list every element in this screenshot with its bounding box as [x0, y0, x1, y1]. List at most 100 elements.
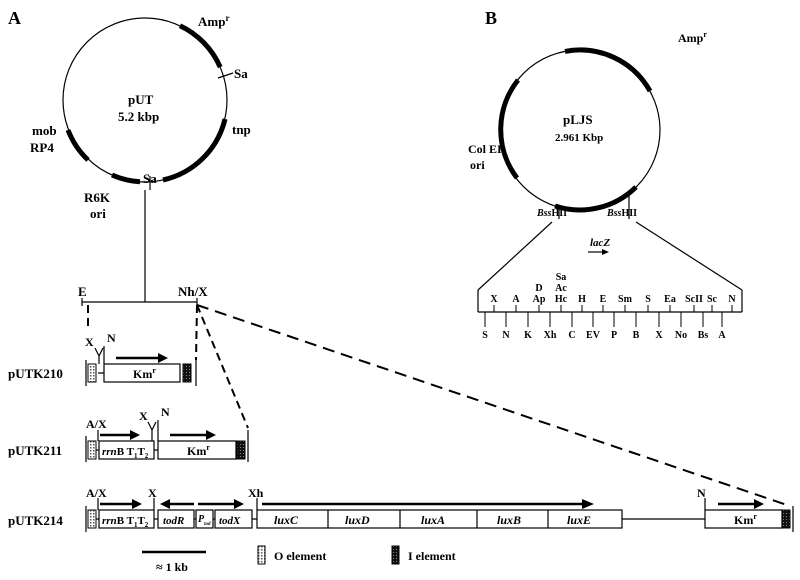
- mcs-site-top: D: [535, 283, 542, 294]
- i-element: [236, 440, 246, 460]
- colei-ori-arc: [498, 78, 520, 180]
- tnp-label: tnp: [232, 122, 251, 137]
- construct-putk214: pUTK214 rrnB T1T2 todR Ptod todX luxC lu…: [8, 486, 794, 532]
- mcs-site-top: Ap: [533, 294, 546, 305]
- mcs-site-top: S: [645, 294, 651, 305]
- construct-name-putk214: pUTK214: [8, 513, 63, 528]
- site-xh-label: Xh: [248, 486, 264, 500]
- mcs-site-top: N: [728, 294, 736, 305]
- site-nhx-label: Nh/X: [178, 284, 208, 299]
- amp-resistance-arc: [564, 47, 653, 93]
- colei-label: Col EI: [468, 142, 502, 156]
- lux-arrow-head: [582, 499, 594, 509]
- mcs-site-top: A: [512, 294, 520, 305]
- mcs-bottom-ticks: [484, 312, 723, 327]
- mcs-site-top: X: [490, 294, 498, 305]
- site-x-label: X: [139, 409, 148, 423]
- luxb-label: luxB: [497, 513, 521, 527]
- site-n-label: N: [697, 486, 706, 500]
- mcs-site-bottom: EV: [586, 330, 601, 341]
- site-x-label: X: [85, 335, 94, 349]
- scale-label: ≈ 1 kb: [156, 560, 188, 574]
- rrnb-terminator: [98, 440, 155, 460]
- dash-right-211: [196, 304, 249, 429]
- sa-site-tick-right: [217, 72, 234, 79]
- i-element-swatch: [391, 545, 400, 565]
- pljs-plasmid-map: pLJS 2.961 Kbp Ampr Col EI ori BssHII Bs…: [468, 30, 707, 255]
- rrnb-arrow-head: [130, 430, 140, 440]
- luxe-label: luxE: [567, 513, 591, 527]
- kmr-gene-label: Kmr: [133, 366, 156, 381]
- mcs-site-bottom: X: [655, 330, 663, 341]
- todr-label: todR: [163, 515, 184, 527]
- mcs-top-ticks: [493, 305, 733, 312]
- mcs-site-top: Sa: [556, 272, 567, 283]
- pljs-size: 2.961 Kbp: [555, 132, 603, 144]
- construct-putk211: pUTK211 rrnB T1T2 Kmr A/X X N: [8, 405, 249, 462]
- i-element-label: I element: [408, 549, 456, 563]
- mcs-site-bottom: N: [502, 330, 510, 341]
- mcs-site-bottom: K: [524, 330, 532, 341]
- sa-label-right: Sa: [234, 66, 248, 81]
- site-n-label: N: [161, 405, 170, 419]
- construct-name-putk211: pUTK211: [8, 443, 62, 458]
- mcs-expansion: X A D Ap Sa Ac Hc H E Sm S Ea ScII Sc N …: [477, 221, 743, 341]
- put-name: pUT: [128, 92, 154, 107]
- mcs-site-bottom: C: [568, 330, 575, 341]
- put-plasmid-map: pUT 5.2 kbp Ampr Sa tnp mob RP4 R6K ori …: [30, 13, 251, 221]
- rp4-label: RP4: [30, 140, 54, 155]
- mcs-site-top: Ac: [555, 283, 567, 294]
- o-element: [87, 440, 97, 460]
- amp-resistance-arc: [178, 23, 223, 69]
- mcs-site-bottom: P: [611, 330, 617, 341]
- mob-rp4-arc: [65, 129, 90, 162]
- rrnb-label: rrnB T1T2: [102, 446, 149, 460]
- panel-b-letter: B: [485, 8, 497, 28]
- site-ax-label: A/X: [86, 417, 107, 431]
- kmr-gene-label: Kmr: [734, 512, 757, 527]
- lacz-arrow-head: [602, 249, 609, 255]
- kmr-gene: [704, 509, 783, 529]
- site-x-label: X: [148, 486, 157, 500]
- mcs-site-top: Ea: [664, 294, 676, 305]
- construct-putk210: pUTK210 Kmr X N: [8, 331, 197, 386]
- mcs-site-top: Hc: [555, 294, 568, 305]
- mcs-site-bottom: A: [718, 330, 726, 341]
- ori-label: ori: [90, 206, 106, 221]
- rrnb-label: rrnB T1T2: [102, 515, 149, 529]
- luxd-label: luxD: [345, 513, 370, 527]
- legend: ≈ 1 kb O element I element: [142, 545, 456, 574]
- kmr-gene: [157, 440, 237, 460]
- o-element: [87, 363, 97, 383]
- dash-right-214: [196, 304, 791, 507]
- todr-arrow-head: [160, 499, 170, 509]
- luxc-label: luxC: [274, 513, 299, 527]
- site-e-label: E: [78, 284, 87, 299]
- todx-gene: [214, 509, 253, 529]
- i-element: [781, 509, 791, 529]
- o-element-swatch: [257, 545, 266, 565]
- construct-name-putk210: pUTK210: [8, 366, 63, 381]
- r6k-ori-arc: [110, 172, 141, 185]
- mcs-site-top: Sc: [707, 294, 718, 305]
- bsshii-label-right: BssHII: [606, 208, 637, 219]
- o-element-label: O element: [274, 549, 326, 563]
- mcs-site-bottom: S: [482, 330, 488, 341]
- todx-label: todX: [219, 515, 241, 527]
- site-n-label: N: [107, 331, 116, 345]
- mcs-site-bottom: No: [675, 330, 687, 341]
- todr-gene: [157, 509, 195, 529]
- lacz-arc: [554, 185, 638, 213]
- mcs-site-top: Sm: [618, 294, 633, 305]
- rrnb-terminator: [98, 509, 155, 529]
- insert-region: E Nh/X: [78, 284, 791, 507]
- site-ax-label: A/X: [86, 486, 107, 500]
- mcs-site-bottom: Bs: [698, 330, 709, 341]
- tnp-arc: [162, 118, 228, 183]
- o-element: [87, 509, 97, 529]
- rrnb-arrow-head: [132, 499, 142, 509]
- kmr-arrow-head: [158, 353, 168, 363]
- put-plasmid-circle: [62, 17, 228, 183]
- lacz-label: lacZ: [590, 237, 610, 249]
